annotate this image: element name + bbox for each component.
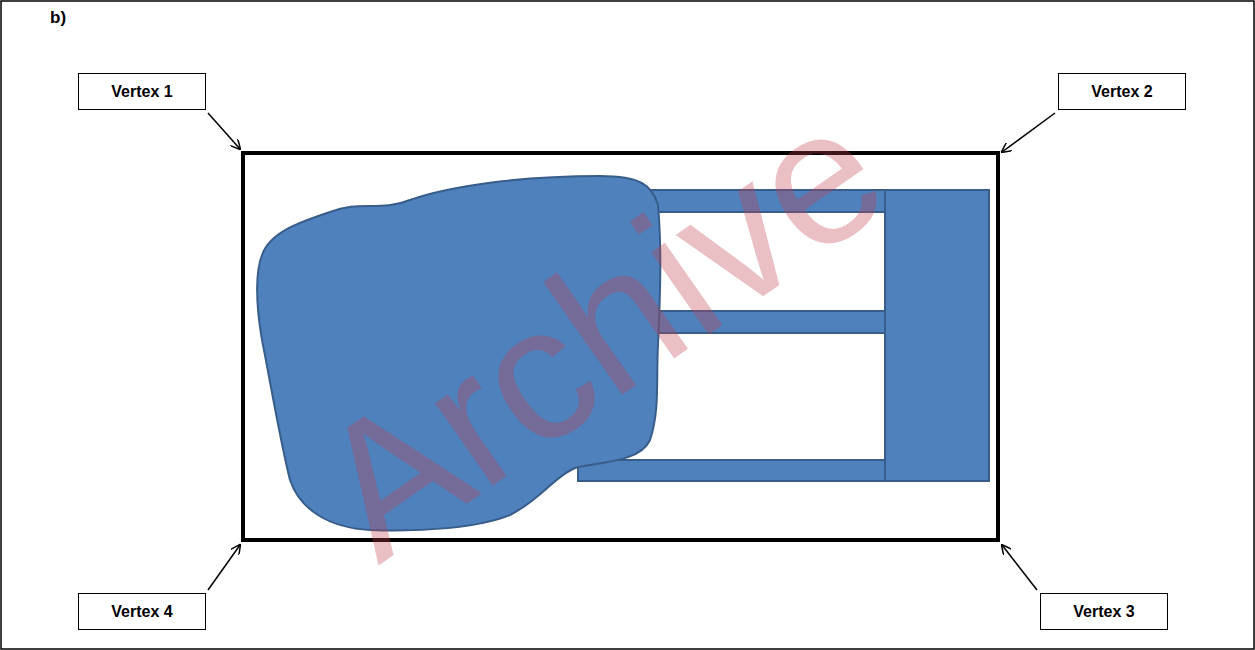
callout-label: Vertex 3: [1073, 603, 1134, 621]
bounding-box: [243, 153, 998, 540]
callout-box: Vertex 1: [78, 73, 206, 110]
callout-label: Vertex 1: [111, 83, 172, 101]
panel-label: b): [50, 8, 66, 28]
leader-lines: [208, 113, 1055, 590]
watermark: Archive: [286, 70, 914, 589]
callout-box: Vertex 3: [1040, 593, 1168, 630]
blob-shape: [257, 176, 660, 530]
callout-box: Vertex 4: [78, 593, 206, 630]
callout-label: Vertex 2: [1091, 83, 1152, 101]
chair-figure: [257, 176, 989, 530]
callout-box: Vertex 2: [1058, 73, 1186, 110]
callout-label: Vertex 4: [111, 603, 172, 621]
